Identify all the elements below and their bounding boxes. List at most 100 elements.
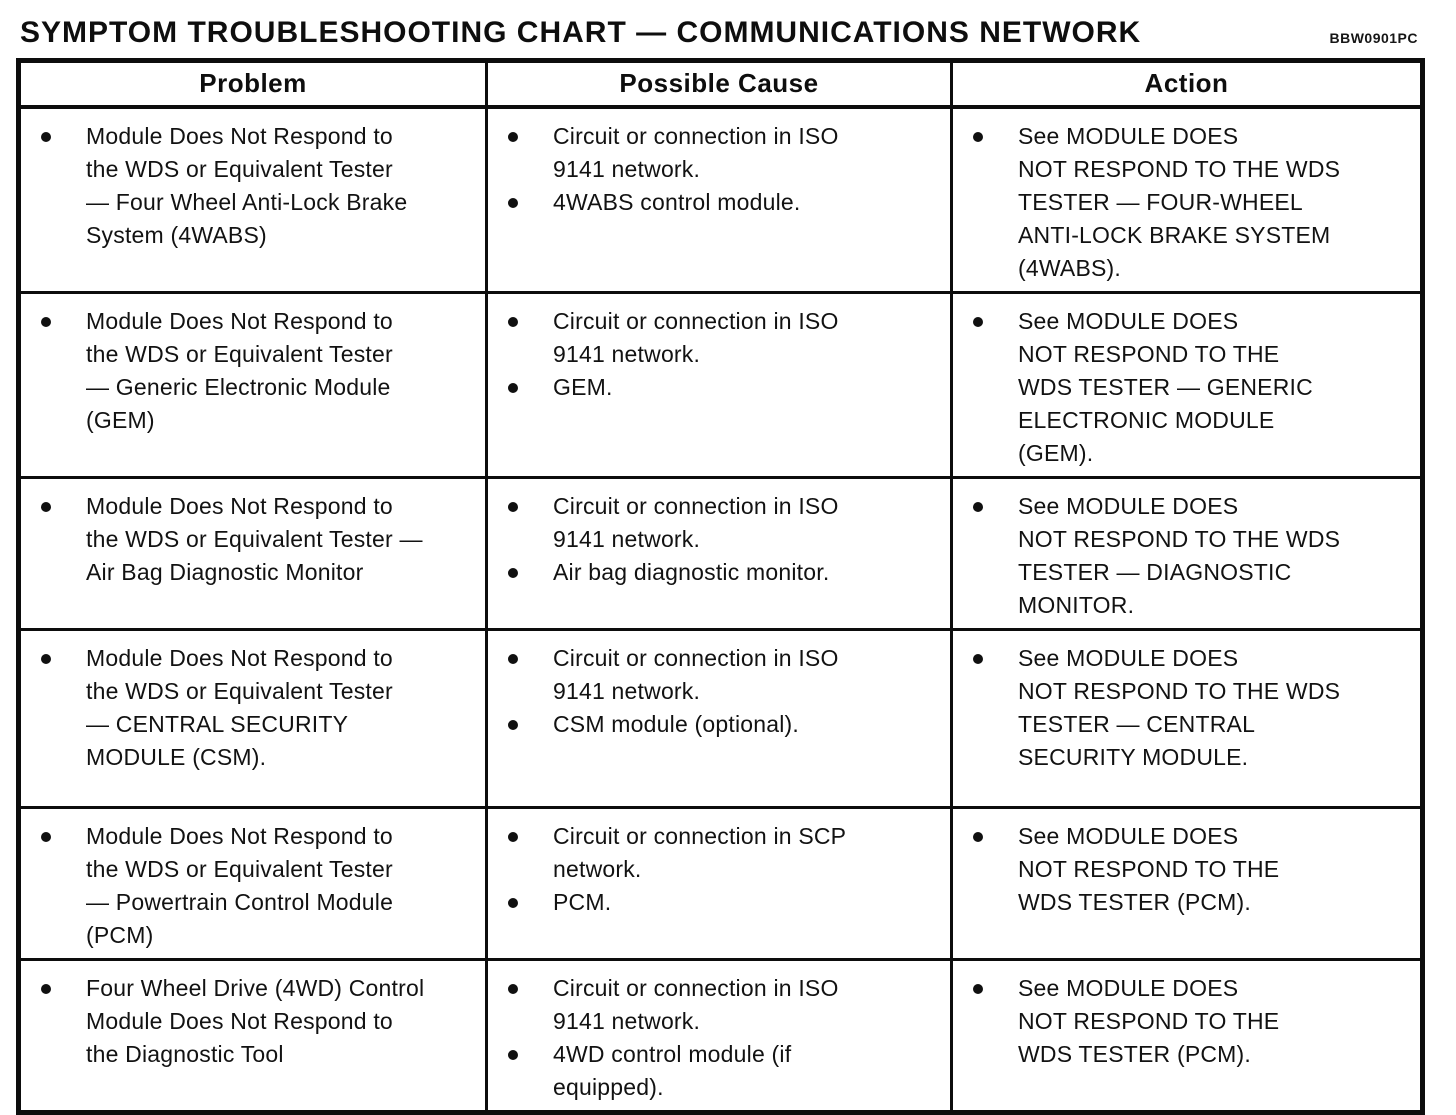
bullet-item: Circuit or connection in ISO 9141 networ… (508, 972, 938, 1038)
bullet-item: Circuit or connection in ISO 9141 networ… (508, 642, 938, 708)
table-row: Module Does Not Respond to the WDS or Eq… (17, 105, 1424, 294)
bullet-text: Air bag diagnostic monitor. (553, 558, 830, 585)
bullet-item: See MODULE DOES NOT RESPOND TO THE WDS T… (973, 642, 1408, 774)
problem-cell: Module Does Not Respond to the WDS or Eq… (17, 105, 488, 294)
bullet-item: See MODULE DOES NOT RESPOND TO THE WDS T… (973, 120, 1408, 285)
bullet-text: See MODULE DOES NOT RESPOND TO THE WDS T… (1018, 122, 1341, 281)
bullet-icon (508, 501, 518, 512)
bullet-item: Air bag diagnostic monitor. (508, 556, 938, 589)
bullet-item: Module Does Not Respond to the WDS or Eq… (41, 820, 473, 952)
bullet-icon (41, 501, 51, 512)
action-cell: See MODULE DOES NOT RESPOND TO THE WDS T… (950, 957, 1424, 1114)
bullet-item: Module Does Not Respond to the WDS or Eq… (41, 642, 473, 774)
bullet-item: Circuit or connection in ISO 9141 networ… (508, 120, 938, 186)
problem-cell: Module Does Not Respond to the WDS or Eq… (17, 627, 488, 809)
bullet-icon (508, 382, 518, 393)
bullet-item: Module Does Not Respond to the WDS or Eq… (41, 305, 473, 437)
bullet-text: See MODULE DOES NOT RESPOND TO THE WDS T… (1018, 974, 1280, 1067)
bullet-icon (973, 831, 983, 842)
table-row: Module Does Not Respond to the WDS or Eq… (17, 627, 1424, 809)
bullet-item: Module Does Not Respond to the WDS or Eq… (41, 490, 473, 589)
bullet-item: See MODULE DOES NOT RESPOND TO THE WDS T… (973, 820, 1408, 919)
bullet-text: See MODULE DOES NOT RESPOND TO THE WDS T… (1018, 307, 1313, 466)
table-row: Module Does Not Respond to the WDS or Eq… (17, 805, 1424, 961)
bullet-icon (973, 501, 983, 512)
table-row: Module Does Not Respond to the WDS or Eq… (17, 290, 1424, 479)
bullet-icon (508, 197, 518, 208)
bullet-icon (973, 983, 983, 994)
bullet-item: See MODULE DOES NOT RESPOND TO THE WDS T… (973, 490, 1408, 622)
bullet-icon (41, 983, 51, 994)
bullet-icon (508, 131, 518, 142)
bullet-text: Module Does Not Respond to the WDS or Eq… (86, 644, 393, 770)
bullet-item: See MODULE DOES NOT RESPOND TO THE WDS T… (973, 305, 1408, 470)
bullet-text: Circuit or connection in ISO 9141 networ… (553, 644, 839, 704)
table-row: Four Wheel Drive (4WD) Control Module Do… (17, 957, 1424, 1114)
bullet-icon (508, 831, 518, 842)
bullet-item: GEM. (508, 371, 938, 404)
bullet-item: Module Does Not Respond to the WDS or Eq… (41, 120, 473, 252)
action-cell: See MODULE DOES NOT RESPOND TO THE WDS T… (950, 627, 1424, 809)
problem-cell: Module Does Not Respond to the WDS or Eq… (17, 805, 488, 961)
bullet-icon (508, 316, 518, 327)
table-header-row: Problem Possible Cause Action (17, 59, 1424, 109)
bullet-item: Circuit or connection in SCP network. (508, 820, 938, 886)
problem-cell: Four Wheel Drive (4WD) Control Module Do… (17, 957, 488, 1114)
bullet-icon (508, 897, 518, 908)
action-cell: See MODULE DOES NOT RESPOND TO THE WDS T… (950, 105, 1424, 294)
page-title: SYMPTOM TROUBLESHOOTING CHART — COMMUNIC… (20, 16, 1142, 49)
bullet-text: Four Wheel Drive (4WD) Control Module Do… (86, 974, 425, 1067)
table-row: Module Does Not Respond to the WDS or Eq… (17, 475, 1424, 631)
bullet-text: See MODULE DOES NOT RESPOND TO THE WDS T… (1018, 822, 1280, 915)
bullet-item: Four Wheel Drive (4WD) Control Module Do… (41, 972, 473, 1071)
bullet-item: Circuit or connection in ISO 9141 networ… (508, 305, 938, 371)
troubleshooting-table: Problem Possible Cause Action Module Doe… (16, 58, 1425, 1115)
bullet-item: See MODULE DOES NOT RESPOND TO THE WDS T… (973, 972, 1408, 1071)
bullet-icon (508, 719, 518, 730)
bullet-item: 4WABS control module. (508, 186, 938, 219)
bullet-text: Module Does Not Respond to the WDS or Eq… (86, 307, 393, 433)
column-header-problem: Problem (17, 59, 488, 109)
bullet-text: See MODULE DOES NOT RESPOND TO THE WDS T… (1018, 644, 1341, 770)
bullet-text: Module Does Not Respond to the WDS or Eq… (86, 822, 394, 948)
bullet-text: Circuit or connection in ISO 9141 networ… (553, 492, 839, 552)
bullet-text: PCM. (553, 888, 612, 915)
bullet-item: PCM. (508, 886, 938, 919)
cause-cell: Circuit or connection in ISO 9141 networ… (485, 290, 953, 479)
cause-cell: Circuit or connection in ISO 9141 networ… (485, 627, 953, 809)
cause-cell: Circuit or connection in ISO 9141 networ… (485, 957, 953, 1114)
bullet-text: Circuit or connection in ISO 9141 networ… (553, 974, 839, 1034)
bullet-item: CSM module (optional). (508, 708, 938, 741)
bullet-icon (41, 131, 51, 142)
bullet-icon (41, 316, 51, 327)
cause-cell: Circuit or connection in ISO 9141 networ… (485, 105, 953, 294)
bullet-icon (41, 831, 51, 842)
bullet-icon (508, 983, 518, 994)
bullet-text: Module Does Not Respond to the WDS or Eq… (86, 122, 408, 248)
bullet-icon (41, 653, 51, 664)
bullet-icon (508, 567, 518, 578)
problem-cell: Module Does Not Respond to the WDS or Eq… (17, 475, 488, 631)
problem-cell: Module Does Not Respond to the WDS or Eq… (17, 290, 488, 479)
page-header: SYMPTOM TROUBLESHOOTING CHART — COMMUNIC… (16, 14, 1420, 58)
cause-cell: Circuit or connection in ISO 9141 networ… (485, 475, 953, 631)
bullet-icon (973, 131, 983, 142)
bullet-text: Module Does Not Respond to the WDS or Eq… (86, 492, 423, 585)
bullet-text: 4WABS control module. (553, 188, 801, 215)
bullet-text: CSM module (optional). (553, 710, 800, 737)
action-cell: See MODULE DOES NOT RESPOND TO THE WDS T… (950, 805, 1424, 961)
bullet-icon (973, 316, 983, 327)
column-header-possible-cause: Possible Cause (485, 59, 953, 109)
bullet-text: Circuit or connection in SCP network. (553, 822, 847, 882)
action-cell: See MODULE DOES NOT RESPOND TO THE WDS T… (950, 290, 1424, 479)
bullet-icon (973, 653, 983, 664)
bullet-text: Circuit or connection in ISO 9141 networ… (553, 307, 839, 367)
bullet-icon (508, 1049, 518, 1060)
action-cell: See MODULE DOES NOT RESPOND TO THE WDS T… (950, 475, 1424, 631)
bullet-text: Circuit or connection in ISO 9141 networ… (553, 122, 839, 182)
column-header-action: Action (950, 59, 1424, 109)
cause-cell: Circuit or connection in SCP network. PC… (485, 805, 953, 961)
figure-code: BBW0901PC (1329, 30, 1418, 46)
bullet-icon (508, 653, 518, 664)
